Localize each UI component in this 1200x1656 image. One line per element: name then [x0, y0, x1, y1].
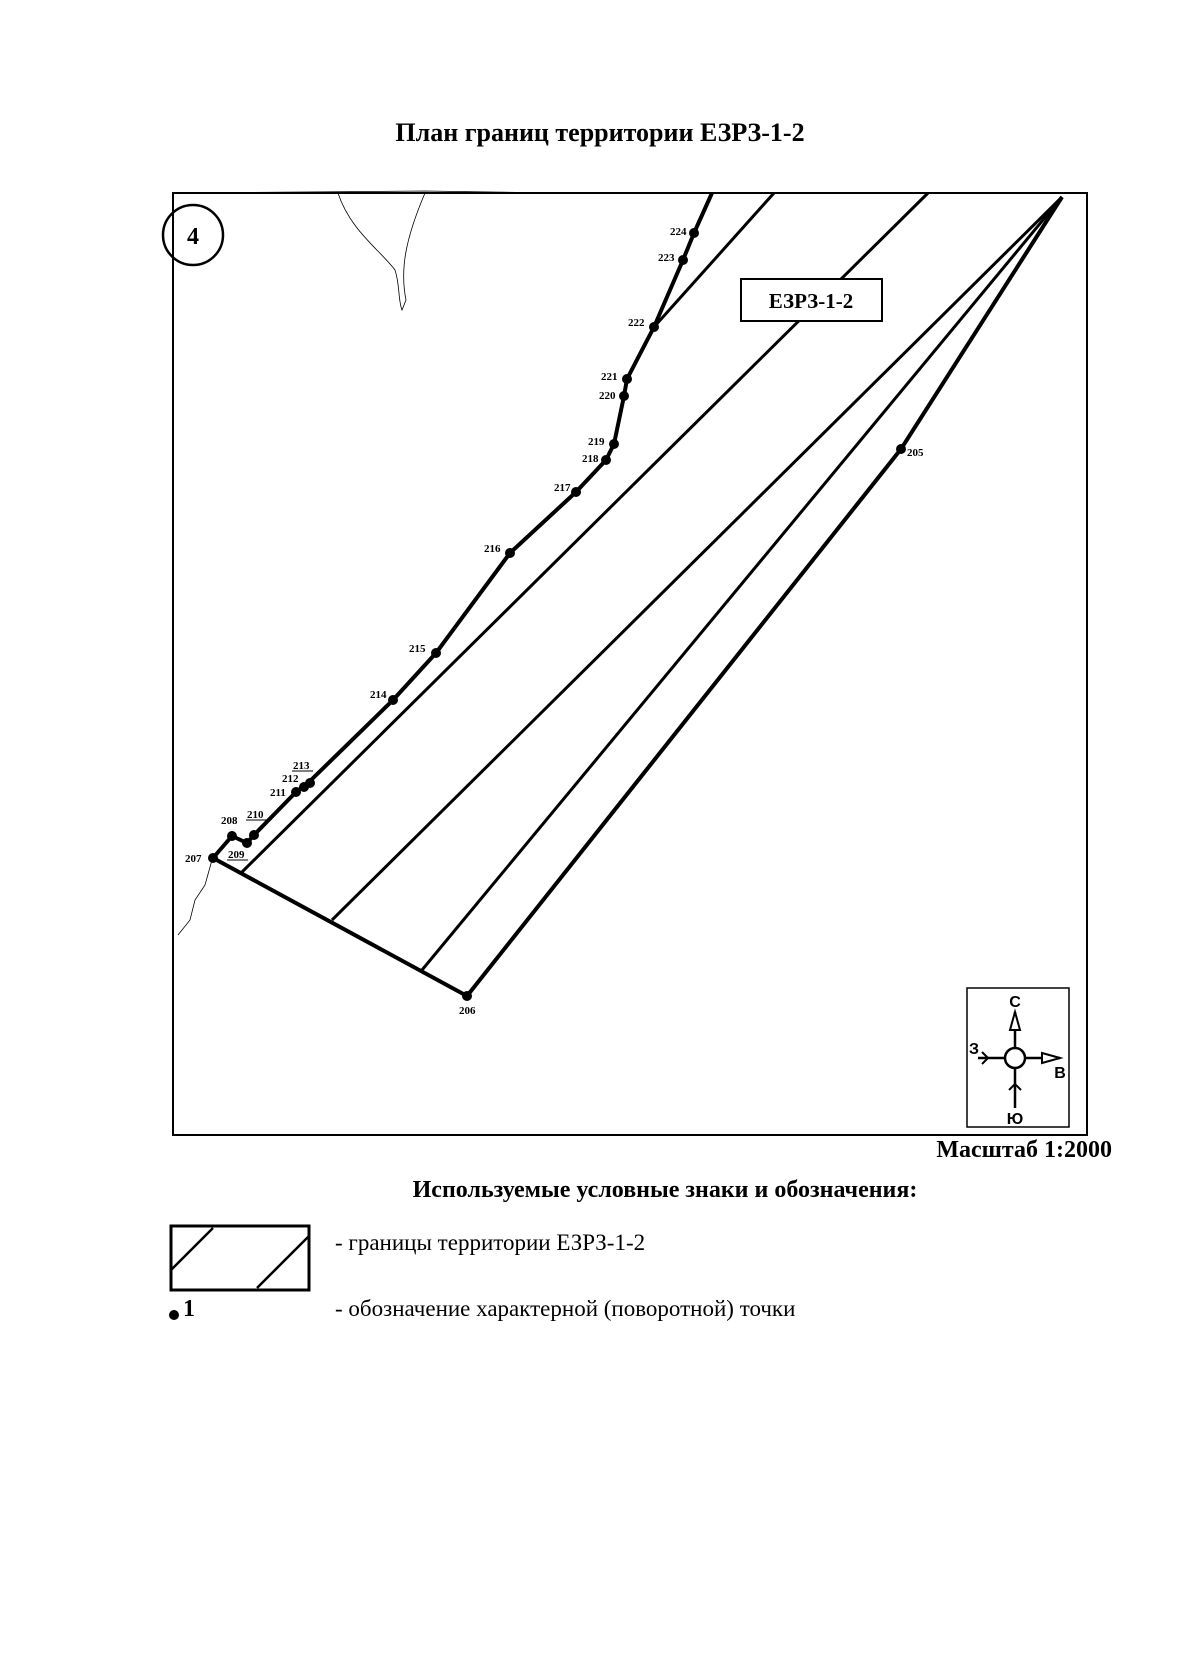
point-label: 220	[599, 390, 616, 402]
territory-boundary	[465, 447, 903, 998]
point-label: 205	[907, 447, 924, 459]
point-label: 219	[588, 436, 605, 448]
legend-boundary-symbol	[169, 1224, 311, 1292]
point-label: 211	[270, 787, 286, 799]
point-labels: 205 206 207 208 209 210 211 212 213 214 …	[185, 226, 924, 1017]
point-label: 215	[409, 643, 426, 655]
territory-boundary	[212, 856, 468, 998]
point-label: 224	[670, 226, 687, 238]
point-218	[601, 455, 611, 465]
point-label: 214	[370, 689, 387, 701]
north-arrow-icon	[1008, 1008, 1022, 1031]
compass-south: Ю	[1007, 1111, 1024, 1128]
compass-rose: С Ю З В	[966, 987, 1070, 1128]
point-label: 217	[554, 482, 571, 494]
compass-north: С	[1009, 994, 1021, 1011]
zone-label: ЕЗРЗ-1-2	[769, 289, 854, 313]
point-216	[505, 548, 515, 558]
point-label: 216	[484, 543, 501, 555]
point-214	[388, 695, 398, 705]
compass-west: З	[969, 1041, 979, 1058]
point-213	[305, 778, 315, 788]
terrain-line	[177, 859, 213, 936]
sheet-number: 4	[187, 224, 199, 250]
point-222	[649, 322, 659, 332]
point-220	[619, 391, 629, 401]
territory-boundary	[211, 192, 714, 860]
point-markers	[208, 228, 906, 1001]
hatch-line	[420, 196, 1064, 971]
zone-label-box	[740, 278, 883, 322]
point-label: 210	[247, 809, 264, 821]
hatch-line	[652, 191, 776, 329]
point-210	[249, 830, 259, 840]
point-label: 208	[221, 815, 238, 827]
page-title: План границ территории ЕЗРЗ-1-2	[395, 118, 805, 147]
legend-point-icon	[169, 1310, 179, 1320]
point-205	[896, 444, 906, 454]
hatch-line	[330, 195, 1064, 922]
point-206	[462, 991, 472, 1001]
legend-point-text: - обозначение характерной (поворотной) т…	[335, 1296, 796, 1321]
sheet-number-circle	[161, 203, 225, 267]
point-208	[227, 831, 237, 841]
point-label: 209	[228, 849, 245, 861]
legend-boundary-text: - границы территории ЕЗРЗ-1-2	[335, 1230, 646, 1255]
territory-boundary	[899, 195, 1064, 451]
point-label: 212	[282, 773, 299, 785]
point-207	[208, 853, 218, 863]
point-209	[242, 838, 252, 848]
map-frame	[172, 192, 1088, 1136]
point-215	[431, 648, 441, 658]
point-label: 223	[658, 252, 675, 264]
point-223	[678, 255, 688, 265]
point-label: 218	[582, 453, 599, 465]
compass-east: В	[1054, 1065, 1066, 1082]
point-label: 221	[601, 371, 618, 383]
map-scale: Масштаб 1:2000	[936, 1137, 1112, 1163]
terrain-line	[172, 190, 561, 194]
legend-point-label: 1	[183, 1296, 195, 1322]
legend-title: Используемые условные знаки и обозначени…	[412, 1177, 918, 1203]
point-224	[689, 228, 699, 238]
terrain-line	[337, 192, 426, 312]
point-221	[622, 374, 632, 384]
west-tick-icon	[981, 1051, 990, 1065]
point-label: 213	[293, 760, 310, 772]
point-217	[571, 487, 581, 497]
point-label: 207	[185, 853, 202, 865]
point-219	[609, 439, 619, 449]
point-label: 222	[628, 317, 645, 329]
point-211	[291, 787, 301, 797]
point-label: 206	[459, 1005, 476, 1017]
compass-center	[1003, 1046, 1027, 1070]
south-tick-icon	[1008, 1082, 1022, 1091]
east-arrow-icon	[1041, 1051, 1064, 1065]
